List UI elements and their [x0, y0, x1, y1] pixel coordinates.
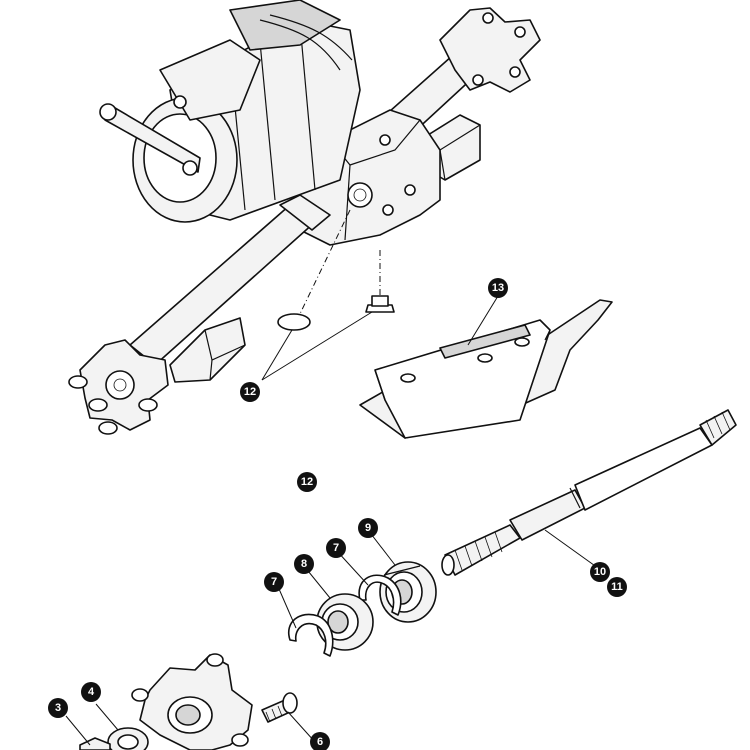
skid-plate-part	[359, 299, 613, 439]
callout-4: 4	[81, 682, 101, 702]
callout-6: 6	[310, 732, 330, 750]
callout-7-right: 7	[326, 538, 346, 558]
rear-axle-assembly	[68, 0, 541, 435]
right-hub-flange	[439, 7, 541, 93]
axle-shaft-part	[441, 409, 737, 576]
svg-text:7: 7	[333, 542, 339, 554]
retaining-ring-part-left	[287, 613, 334, 657]
callout-7-left: 7	[264, 572, 284, 592]
leader-12a	[261, 329, 293, 381]
wheel-hub-part	[131, 653, 253, 750]
leader-6	[287, 711, 316, 743]
leader-4	[95, 703, 119, 731]
electric-motor	[99, 0, 361, 223]
svg-text:11: 11	[611, 581, 623, 593]
svg-text:7: 7	[271, 576, 277, 588]
left-hub-flange	[68, 339, 169, 435]
wheel-stud-part	[261, 692, 298, 723]
svg-text:10: 10	[594, 566, 606, 578]
svg-text:13: 13	[492, 282, 504, 294]
svg-text:12: 12	[244, 386, 256, 398]
callout-11: 11	[607, 577, 627, 597]
svg-text:9: 9	[365, 522, 371, 534]
callout-12-upper: 12	[240, 382, 260, 402]
bearing-part	[379, 561, 437, 623]
leader-10	[544, 529, 599, 569]
svg-text:6: 6	[317, 736, 323, 748]
leader-3	[65, 715, 91, 746]
leader-13	[467, 295, 499, 346]
svg-text:8: 8	[301, 558, 307, 570]
drain-plug-part	[365, 295, 395, 313]
svg-text:4: 4	[88, 686, 95, 698]
washer-part	[107, 727, 149, 750]
callout-3: 3	[48, 698, 68, 718]
callout-13: 13	[488, 278, 508, 298]
svg-text:3: 3	[55, 702, 61, 714]
callout-8: 8	[294, 554, 314, 574]
plug-part	[277, 313, 311, 331]
retaining-ring-part-right	[358, 574, 402, 616]
callout-9: 9	[358, 518, 378, 538]
callout-12-lower: 12	[297, 472, 317, 492]
callout-10: 10	[590, 562, 610, 582]
nut-part	[79, 737, 111, 750]
leader-12a-b	[261, 311, 373, 381]
svg-text:12: 12	[301, 476, 313, 488]
